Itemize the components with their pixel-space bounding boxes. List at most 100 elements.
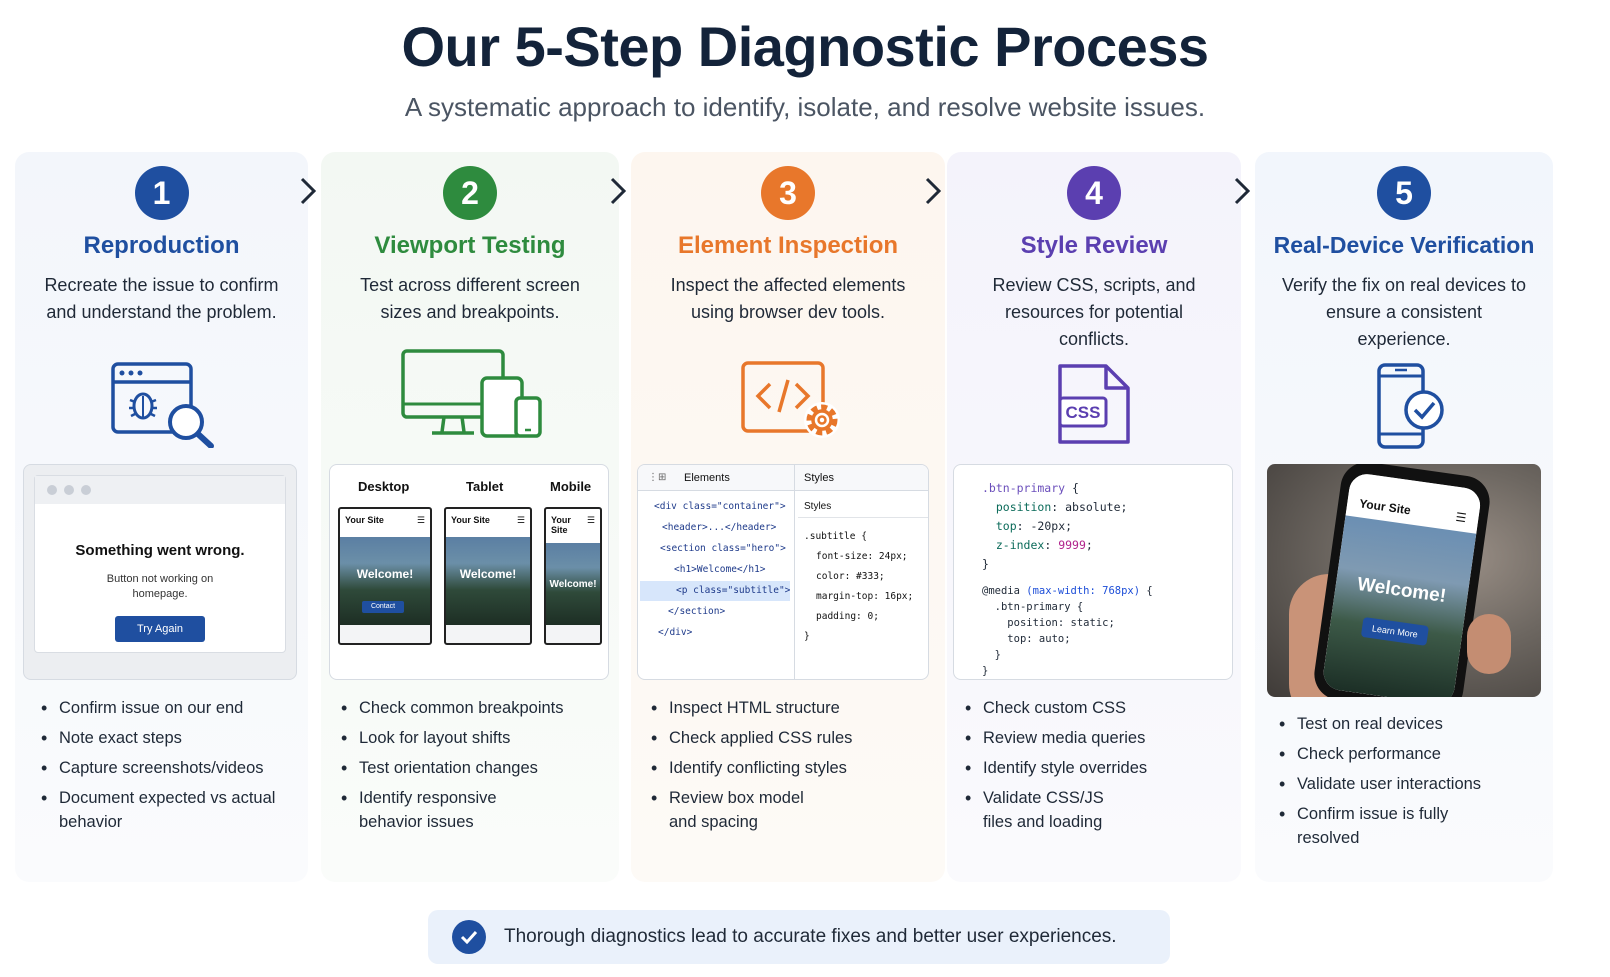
site-name: Your Site xyxy=(345,515,384,525)
dom-node[interactable]: <header>...</header> xyxy=(662,522,777,533)
step-3: 3 Element Inspection Inspect the affecte… xyxy=(631,152,945,882)
welcome-heading: Welcome! xyxy=(459,567,517,581)
error-title: Something went wrong. xyxy=(75,542,245,559)
welcome-heading: Welcome! xyxy=(549,579,597,590)
page-subtitle: A systematic approach to identify, isola… xyxy=(404,92,1206,122)
step-bullets: Inspect HTML structure Check applied CSS… xyxy=(647,696,931,840)
step-4: 4 Style Review Review CSS, scripts, and … xyxy=(947,152,1241,882)
css-file-label: CSS xyxy=(1066,403,1101,422)
step-number-badge: 4 xyxy=(1067,166,1121,220)
css-rule: margin-top: 16px; xyxy=(816,591,914,602)
step-5: 5 Real-Device Verification Verify the fi… xyxy=(1255,152,1553,882)
site-name: Your Site xyxy=(551,515,571,535)
chevron-right-icon xyxy=(1231,176,1253,212)
menu-icon[interactable]: ☰ xyxy=(1454,509,1468,526)
list-item: Test orientation changes xyxy=(337,756,607,780)
real-device-photo: Your Site☰ Welcome! Learn More xyxy=(1267,464,1541,697)
dom-node[interactable]: </section> xyxy=(668,606,726,617)
bug-search-icon xyxy=(110,360,216,453)
dom-node[interactable]: <h1>Welcome</h1> xyxy=(674,564,766,575)
list-item: Confirm issue is fully resolved xyxy=(1275,802,1455,850)
css-rule: padding: 0; xyxy=(816,611,879,622)
error-screen-panel: Something went wrong. Button not working… xyxy=(23,464,297,680)
step-bullets: Confirm issue on our end Note exact step… xyxy=(37,696,299,840)
phone-device: Your Site☰ Welcome! Learn More xyxy=(1311,464,1493,697)
list-item: Check common breakpoints xyxy=(337,696,607,720)
step-title: Reproduction xyxy=(83,232,240,259)
site-name: Your Site xyxy=(451,515,490,525)
list-item: Validate CSS/JS files and loading xyxy=(961,786,1131,834)
check-circle-icon xyxy=(452,920,486,954)
list-item: Test on real devices xyxy=(1275,712,1545,736)
styles-subheader: Styles xyxy=(804,501,832,512)
css-rule-selector: .subtitle { xyxy=(804,531,867,542)
list-item: Identify conflicting styles xyxy=(647,756,931,780)
error-message: Button not working on homepage. xyxy=(106,573,214,600)
step-2: 2 Viewport Testing Test across different… xyxy=(321,152,619,882)
css-code-panel: .btn-primary { position: absolute; top: … xyxy=(953,464,1233,680)
viewport-label-desktop: Desktop xyxy=(358,479,410,494)
dom-node[interactable]: </div> xyxy=(658,627,693,638)
tab-elements[interactable]: Elements xyxy=(684,472,730,484)
menu-icon: ☰ xyxy=(516,515,525,525)
list-item: Capture screenshots/videos xyxy=(37,756,299,780)
viewport-label-mobile: Mobile xyxy=(550,479,592,494)
step-description: Test across different screen sizes and b… xyxy=(360,275,580,322)
viewport-preview-panel: Desktop Tablet Mobile Your Site☰ Welcome… xyxy=(329,464,609,680)
step-description: Review CSS, scripts, and resources for p… xyxy=(992,275,1196,349)
step-title: Style Review xyxy=(1020,232,1168,259)
list-item: Inspect HTML structure xyxy=(647,696,931,720)
chevron-right-icon xyxy=(297,176,319,212)
list-item: Validate user interactions xyxy=(1275,772,1545,796)
menu-icon: ☰ xyxy=(586,515,595,525)
css-rule-close: } xyxy=(804,631,810,642)
tablet-preview: Your Site ☰ Welcome! xyxy=(444,507,532,645)
step-bullets: Test on real devices Check performance V… xyxy=(1275,712,1545,856)
step-number-badge: 1 xyxy=(134,166,189,220)
css-file-icon: CSS xyxy=(1056,362,1132,451)
list-item: Check performance xyxy=(1275,742,1545,766)
step-description: Recreate the issue to confirm and unders… xyxy=(44,275,279,322)
chevron-right-icon xyxy=(607,176,629,212)
css-rule: color: #333; xyxy=(816,571,885,582)
step-title: Element Inspection xyxy=(677,232,899,259)
step-number-badge: 2 xyxy=(443,166,497,220)
step-title: Real-Device Verification xyxy=(1273,232,1535,258)
browser-window-controls xyxy=(35,476,285,504)
step-number-badge: 3 xyxy=(761,166,815,220)
devtools-menu-icon[interactable]: ⋮⊞ xyxy=(648,472,667,483)
list-item: Note exact steps xyxy=(37,726,299,750)
welcome-heading: Welcome! xyxy=(356,567,414,581)
devtools-panel: ⋮⊞ Elements Styles Styles <div class="co… xyxy=(637,464,929,680)
list-item: Identify responsive behavior issues xyxy=(337,786,507,834)
list-item: Review box model and spacing xyxy=(647,786,817,834)
media-query-code: @media (max-width: 768px) { .btn-primary… xyxy=(982,585,1153,677)
step-bullets: Check custom CSS Review media queries Id… xyxy=(961,696,1237,840)
desktop-preview: Your Site ☰ Welcome! Contact xyxy=(338,507,432,645)
list-item: Document expected vs actual behavior xyxy=(37,786,299,834)
phone-check-icon xyxy=(1376,362,1446,455)
contact-button[interactable]: Contact xyxy=(362,601,404,613)
footer-banner: Thorough diagnostics lead to accurate fi… xyxy=(428,910,1170,964)
dom-node-selected[interactable]: <p class="subtitle"> xyxy=(676,585,791,596)
step-number-badge: 5 xyxy=(1377,166,1431,220)
css-rule: font-size: 24px; xyxy=(816,551,908,562)
dom-node[interactable]: <div class="container"> xyxy=(654,501,786,512)
dom-node[interactable]: <section class="hero"> xyxy=(660,543,786,554)
menu-icon: ☰ xyxy=(416,515,425,525)
step-description: Verify the fix on real devices to ensure… xyxy=(1281,275,1527,349)
steps-container: 1 Reproduction Recreate the issue to con… xyxy=(15,152,1599,882)
site-name: Your Site xyxy=(1358,496,1412,518)
step-title: Viewport Testing xyxy=(374,232,566,259)
list-item: Review media queries xyxy=(961,726,1237,750)
step-bullets: Check common breakpoints Look for layout… xyxy=(337,696,607,840)
list-item: Confirm issue on our end xyxy=(37,696,299,720)
css-code: .btn-primary { position: absolute; top: … xyxy=(982,481,1128,571)
try-again-button[interactable]: Try Again xyxy=(115,616,205,642)
footer-text: Thorough diagnostics lead to accurate fi… xyxy=(504,926,1117,947)
code-gear-icon xyxy=(740,360,848,449)
devices-icon xyxy=(400,348,544,445)
step-description: Inspect the affected elements using brow… xyxy=(670,275,906,322)
tab-styles[interactable]: Styles xyxy=(804,472,834,484)
page-title: Our 5-Step Diagnostic Process xyxy=(401,15,1209,78)
